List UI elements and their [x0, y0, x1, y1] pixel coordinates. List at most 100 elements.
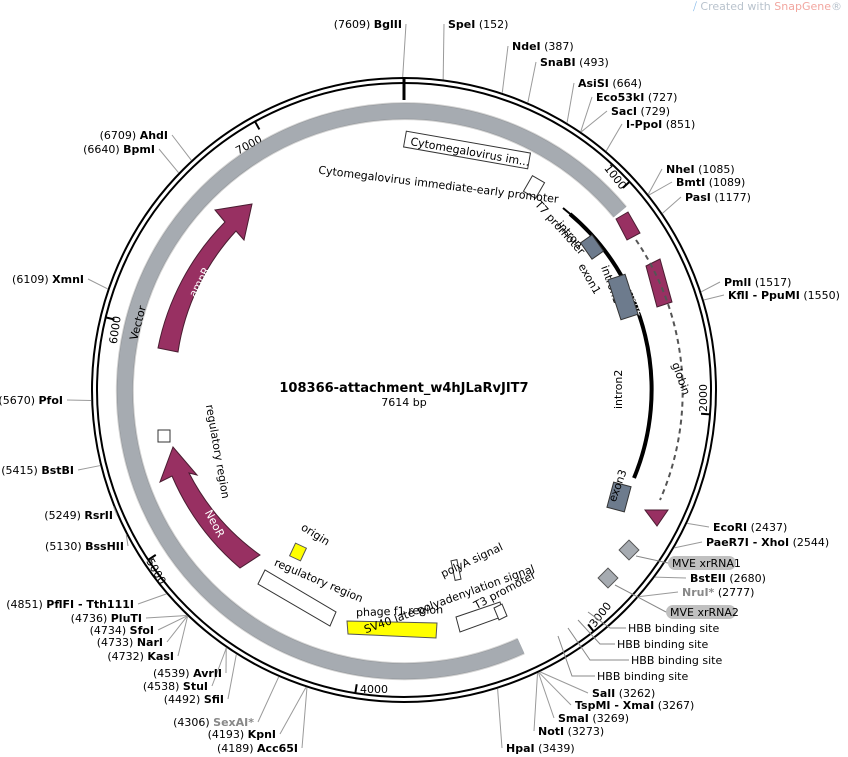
enzyme-position: (3269) — [592, 712, 629, 725]
tick-mark-6000 — [105, 316, 115, 321]
enzyme-name: PflFI - Tth111I — [46, 598, 134, 611]
enzyme-site-label[interactable]: EcoRI (2437) — [713, 521, 787, 534]
enzyme-name: Eco53kI — [596, 91, 644, 104]
exon1-box[interactable] — [579, 234, 605, 260]
enzyme-site-label[interactable]: (5249) RsrII — [44, 509, 113, 522]
hbb-binding-site-2[interactable]: HBB binding site — [617, 638, 708, 651]
enzyme-name: SpeI — [448, 18, 475, 31]
enzyme-leader-33 — [125, 534, 129, 547]
enzyme-site-label[interactable]: (5670) PfoI — [0, 394, 63, 407]
enzyme-site-label[interactable]: BstEII (2680) — [690, 572, 766, 585]
enzyme-name: Acc65I — [257, 742, 298, 755]
enzyme-leader-0 — [402, 23, 407, 78]
enzyme-site-label[interactable]: PmlI (1517) — [724, 276, 791, 289]
mve-xrrna2-square[interactable] — [597, 567, 619, 589]
enzyme-site-label[interactable]: TspMI - XmaI (3267) — [575, 699, 694, 712]
enzyme-site-label[interactable]: NheI (1085) — [666, 163, 735, 176]
enzyme-site-label[interactable]: (5130) BssHII — [45, 540, 124, 553]
intron2-label: intron2 — [612, 370, 625, 409]
mve-xrrna1-badge[interactable]: MVE xrRNA1 — [668, 556, 741, 570]
enzyme-position: (4733) — [97, 636, 134, 649]
enzyme-sites: (7609) BglII SpeI (152) NdeI (387) SnaBI (4… — [0, 18, 840, 755]
enzyme-site-label[interactable]: PasI (1177) — [685, 191, 751, 204]
enzyme-site-label[interactable]: NdeI (387) — [512, 40, 574, 53]
t3-promoter-mark[interactable] — [493, 603, 508, 621]
enzyme-site-label[interactable]: (4189) Acc65I — [217, 742, 298, 755]
enzyme-position: (1517) — [755, 276, 792, 289]
regulatory-region-bottom-box[interactable] — [257, 569, 337, 627]
enzyme-site-label[interactable]: I-PpoI (851) — [626, 118, 695, 131]
tick-label-6000: 6000 — [107, 315, 124, 345]
enzyme-site-label[interactable]: BmtI (1089) — [676, 176, 745, 189]
polya-signal-label: polyA signal — [439, 540, 505, 580]
regulatory-region-left-box[interactable] — [157, 429, 171, 443]
enzyme-site-label[interactable]: NruI* (2777) — [682, 586, 754, 599]
enzyme-site-label[interactable]: (4734) SfoI — [90, 624, 154, 637]
enzyme-site-label[interactable]: SacI (729) — [611, 105, 670, 118]
ampr-arrow[interactable] — [157, 203, 253, 353]
enzyme-site-label[interactable]: KflI - PpuMI (1550) — [728, 289, 840, 302]
tick-label-4000: 4000 — [360, 683, 388, 696]
exon2-box[interactable] — [607, 273, 639, 321]
tick-label-5000: 5000 — [143, 556, 168, 587]
hbb-binding-site-3[interactable]: HBB binding site — [631, 654, 722, 667]
enzyme-site-label[interactable]: SpeI (152) — [448, 18, 508, 31]
enzyme-site-label[interactable]: NotI (3273) — [538, 725, 604, 738]
watermark: ⧸ Created with SnapGene® — [693, 0, 842, 14]
enzyme-site-label[interactable]: (4492) SfiI — [164, 693, 224, 706]
enzyme-site-label[interactable]: (4306) SexAI* — [173, 716, 254, 729]
cmv-feature-box[interactable] — [402, 130, 532, 170]
enzyme-site-label[interactable]: HpaI (3439) — [506, 742, 575, 755]
enzyme-site-label[interactable]: Eco53kI (727) — [596, 91, 677, 104]
enzyme-site-label[interactable]: (4193) KpnI — [208, 728, 276, 741]
hbb-binding-site-1[interactable]: HBB binding site — [628, 622, 719, 635]
enzyme-name: AvrII — [193, 667, 222, 680]
enzyme-site-label[interactable]: SalI (3262) — [592, 687, 655, 700]
tick-mark-2000 — [700, 412, 711, 416]
segment-nhei-pasi[interactable] — [615, 211, 641, 241]
enzyme-site-label[interactable]: (7609) BglII — [334, 18, 402, 31]
enzyme-name: BstBI — [41, 464, 74, 477]
enzyme-position: (4538) — [143, 680, 180, 693]
enzyme-site-label[interactable]: (4733) NarI — [97, 636, 163, 649]
enzyme-leader-1 — [442, 23, 445, 80]
enzyme-position: (4492) — [164, 693, 201, 706]
enzyme-site-label[interactable]: AsiSI (664) — [578, 77, 642, 90]
mve-xrrna2-badge[interactable]: MVE xrRNA2 — [666, 605, 739, 619]
origin-box[interactable] — [288, 542, 308, 562]
enzyme-site-label[interactable]: SmaI (3269) — [558, 712, 629, 725]
enzyme-site-label[interactable]: (6709) AhdI — [100, 129, 168, 142]
mve-xrrna1-leader — [635, 555, 669, 564]
enzyme-leader-14 — [674, 541, 703, 549]
enzyme-site-label[interactable]: (6640) BpmI — [83, 143, 155, 156]
hbb2-leader — [577, 619, 615, 645]
enzyme-leader-13 — [687, 522, 710, 528]
enzyme-site-label[interactable]: (4851) PflFI - Tth111I — [6, 598, 134, 611]
enzyme-name: SacI — [611, 105, 637, 118]
enzyme-site-label[interactable]: SnaBI (493) — [540, 56, 609, 69]
enzyme-leader-22 — [301, 687, 308, 749]
regulatory-region-left-label: regulatory region — [203, 404, 232, 500]
enzyme-name: KpnI — [248, 728, 276, 741]
enzyme-site-label[interactable]: PaeR7I - XhoI (2544) — [706, 536, 829, 549]
mve-xrrna1-square[interactable] — [618, 539, 640, 561]
neor-arrow[interactable] — [159, 446, 261, 569]
enzyme-name: SfiI — [204, 693, 224, 706]
cmv-promoter-label: Cytomegalovirus immediate-early promoter — [318, 164, 560, 206]
enzyme-leader-20 — [533, 673, 539, 732]
enzyme-site-label[interactable]: (4539) AvrII — [153, 667, 222, 680]
enzyme-site-label[interactable]: (5415) BstBI — [1, 464, 74, 477]
phage-f1-region-box[interactable] — [346, 620, 438, 639]
polya-signal-mark[interactable] — [450, 559, 462, 581]
cmv-promoter-end[interactable] — [522, 175, 546, 199]
enzyme-site-label[interactable]: (6109) XmnI — [12, 273, 84, 286]
enzyme-site-label[interactable]: (4736) PluTI — [71, 612, 142, 625]
hbb-binding-site-4[interactable]: HBB binding site — [597, 670, 688, 683]
enzyme-site-label[interactable]: (4538) StuI — [143, 680, 208, 693]
exon3-box[interactable] — [606, 481, 632, 513]
enzyme-site-label[interactable]: (4732) KasI — [107, 650, 174, 663]
enzyme-leader-26 — [211, 647, 227, 687]
globin-arrowhead[interactable] — [644, 509, 669, 527]
phage-f1-region-label: phage f1 region — [356, 603, 444, 619]
